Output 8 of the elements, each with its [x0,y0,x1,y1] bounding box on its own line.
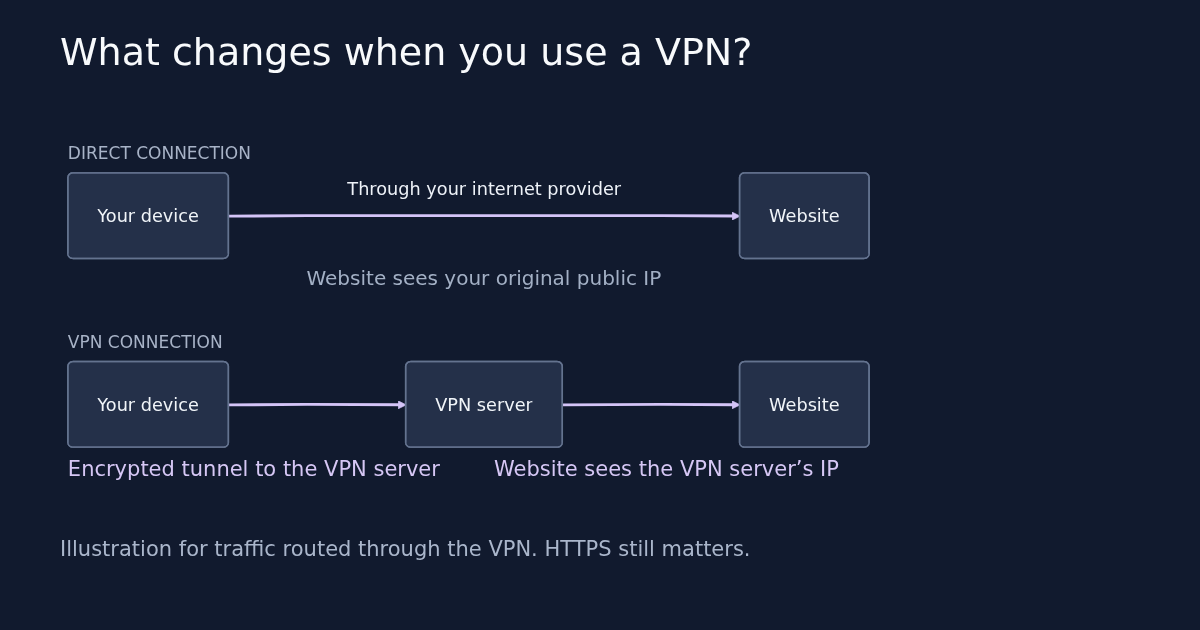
edge-label: Through your internet provider [347,178,622,199]
caption: Illustration for traffic routed through the VPN. HTTPS still matters. [60,537,751,561]
note-text: Website sees your original public IP [306,266,662,291]
title: What changes when you use a VPN? [60,30,753,74]
note-text: Encrypted tunnel to the VPN server [67,457,440,482]
section-heading: VPN CONNECTION [67,331,223,352]
section-heading: DIRECT CONNECTION [67,142,251,163]
note-text: Website sees the VPN server’s IP [493,457,839,482]
